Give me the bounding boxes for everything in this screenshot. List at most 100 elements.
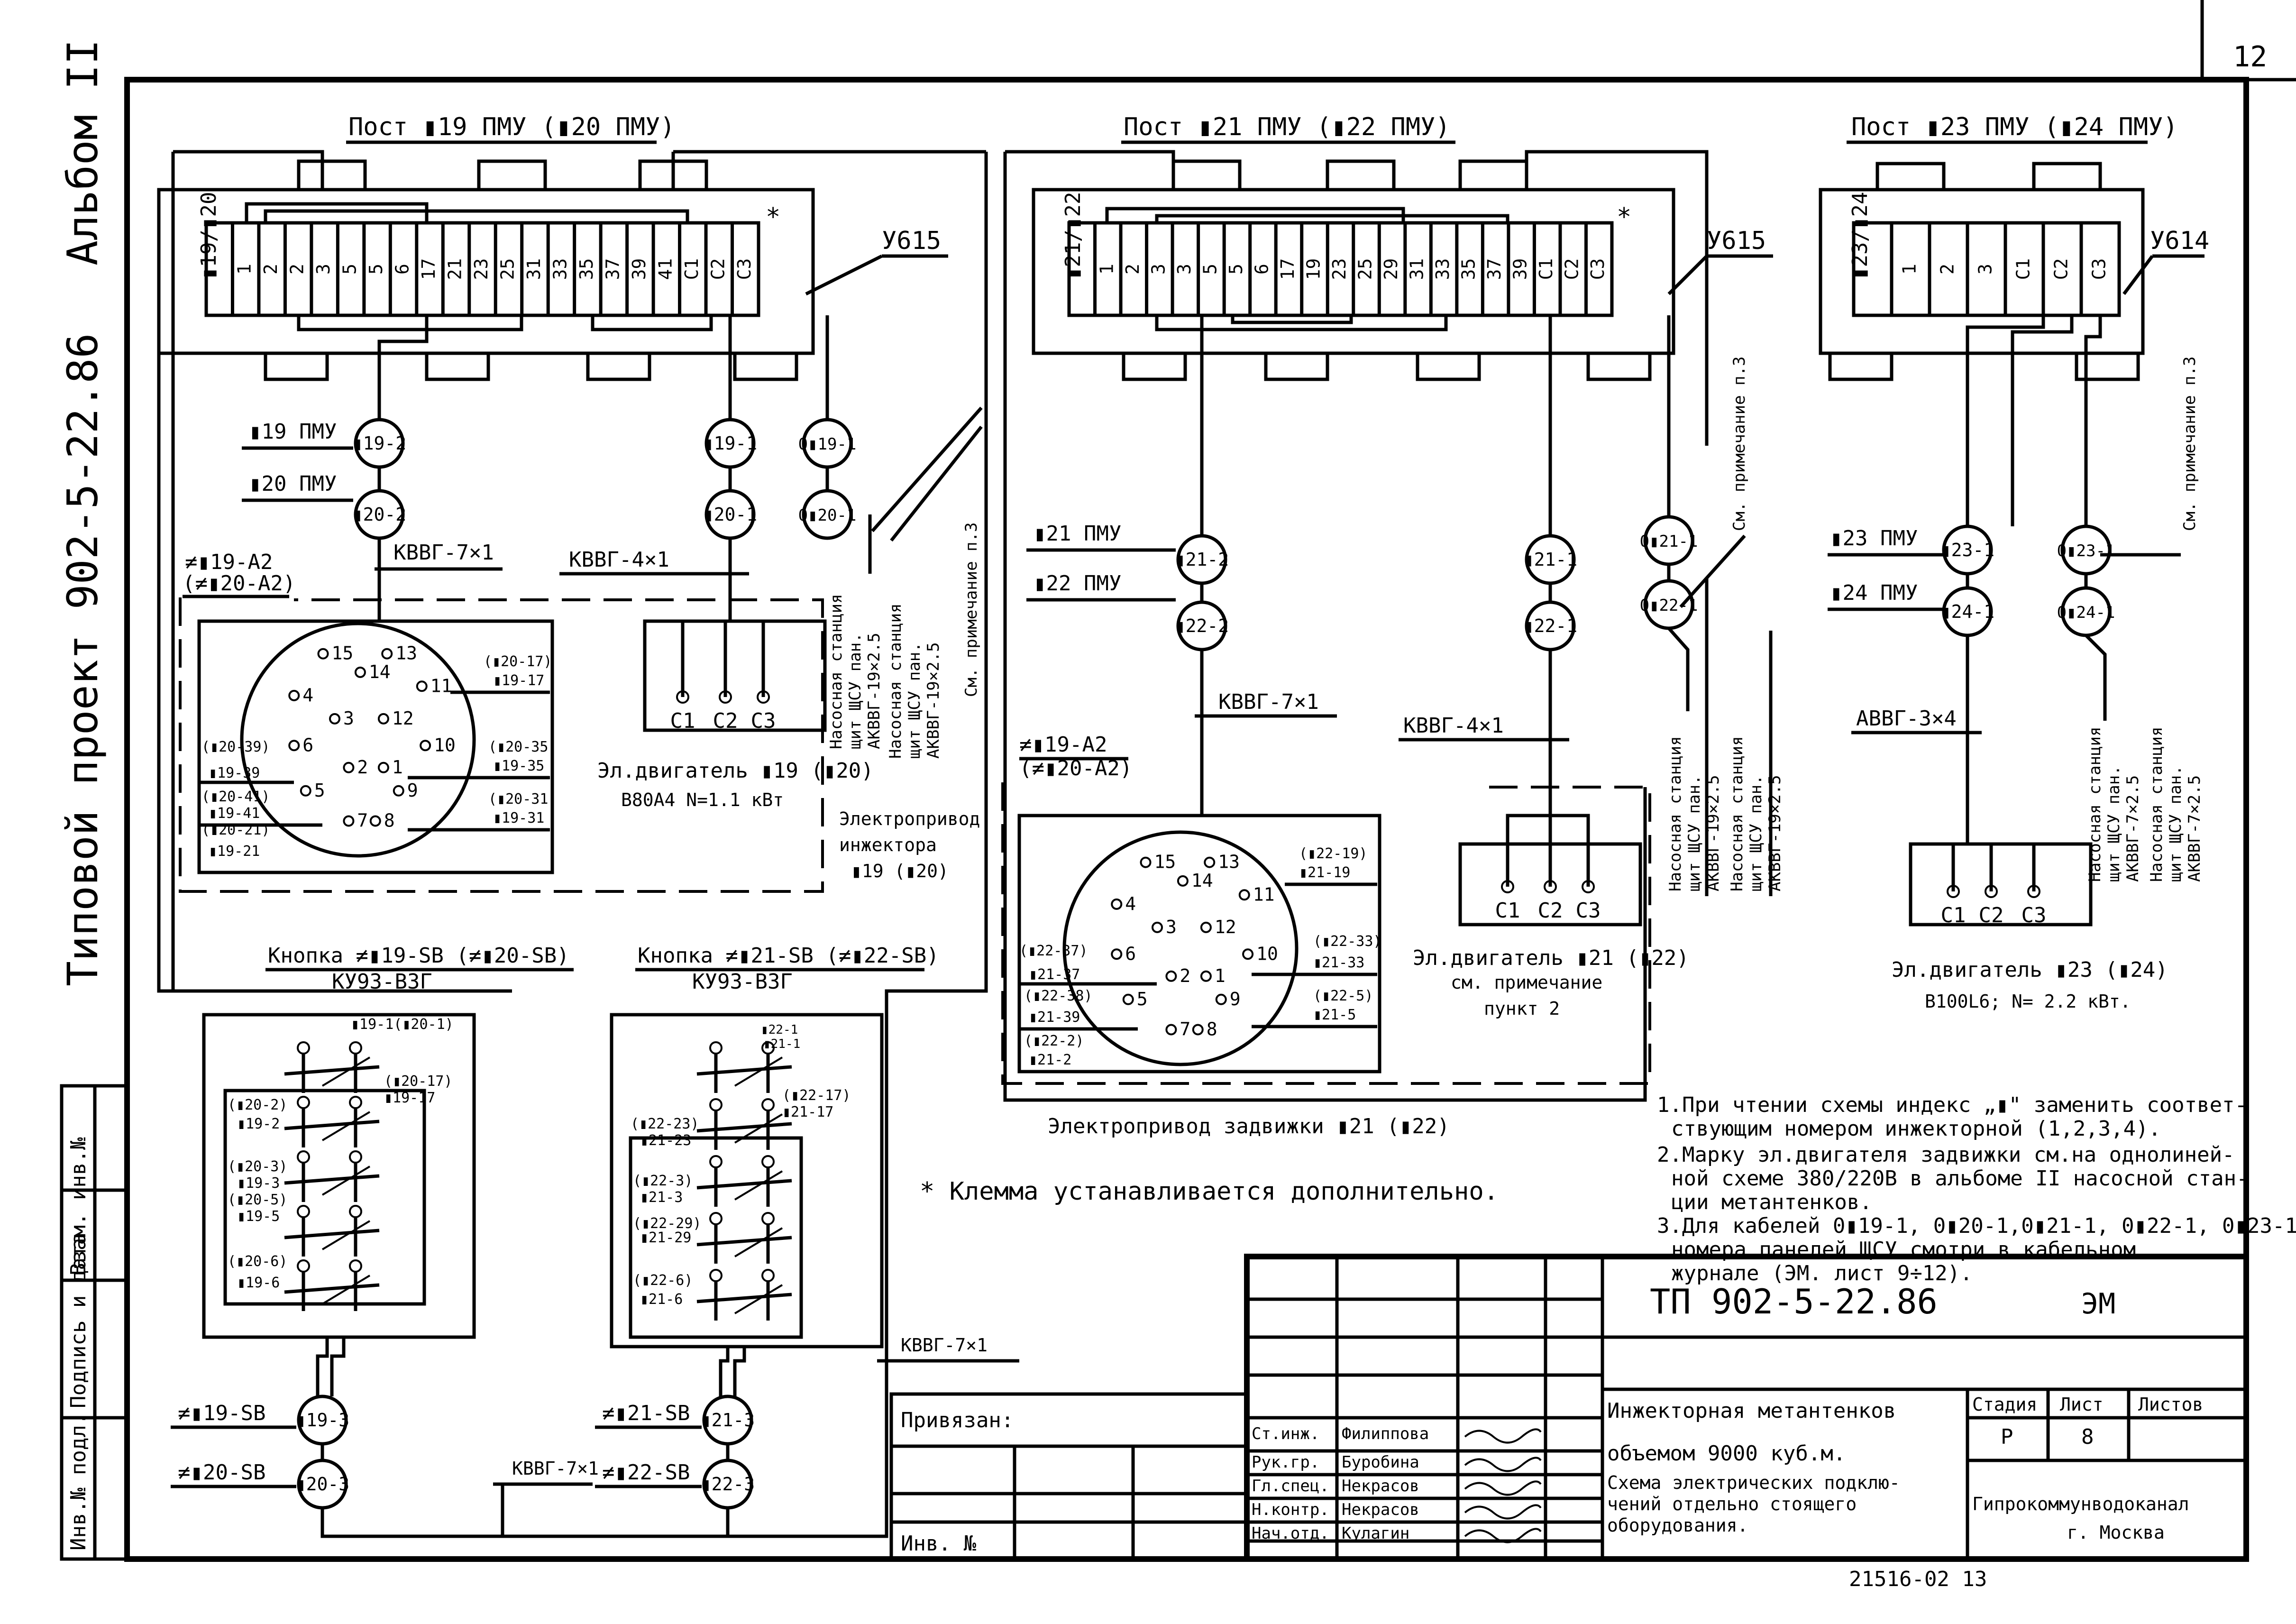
pin-8: 8 <box>1207 1019 1217 1040</box>
b2-w-11: ▮21-6 <box>640 1291 683 1308</box>
act2-wr-3: ▮21-33 <box>1313 954 1364 971</box>
contact-blade <box>696 1293 792 1303</box>
side-vzam: Взам. инв.№ <box>66 1137 91 1275</box>
circle-24-1: ▮24-1 <box>1940 601 1994 622</box>
cable-kvvg4-b: КВВГ-4×1 <box>1403 714 1504 738</box>
project-title: Типовой проект 902-5-22.86 <box>58 333 107 987</box>
actuator-2-ref: ≠▮19-А2 <box>1019 733 1107 757</box>
post-1-asterisk: * <box>766 203 780 231</box>
terminal-C2: C2 <box>1562 258 1583 280</box>
post-1-box-label: У615 <box>882 227 941 255</box>
pin-dot-12 <box>1200 921 1212 933</box>
role-1: Рук.гр. <box>1252 1453 1319 1472</box>
stamp-stage: Р <box>2001 1425 2013 1449</box>
b1-w-7: (▮20-5) <box>228 1192 287 1208</box>
terminal-5: 5 <box>1226 264 1246 275</box>
pin-14: 14 <box>1191 870 1213 891</box>
pump-23-text-3: АКВВГ-7×2.5 <box>2123 775 2142 882</box>
circle-19-3: ▮19-3 <box>295 1410 349 1431</box>
terminal-33: 33 <box>1432 258 1453 280</box>
name-1: Буробина <box>1342 1453 1419 1472</box>
actuator-1-ref-alt: (≠▮20-А2) <box>183 571 295 596</box>
act2-wr-2: (▮22-33) <box>1313 933 1382 950</box>
pin-7: 7 <box>357 810 368 831</box>
post-3-first-terminal: ▮23/▮24 <box>1848 192 1872 280</box>
pin-dot-8 <box>369 815 381 827</box>
side-stamp: Инв.№ подл. Подпись и дата Взам. инв.№ <box>60 1084 129 1561</box>
actuator-1-caption-2: инжектора <box>839 835 937 855</box>
see-note-3-b: См. примечание п.3 <box>1730 357 1749 531</box>
terminal-39: 39 <box>629 258 649 280</box>
label-pmu22: ▮22 ПМУ <box>1034 571 1121 596</box>
contact-blade <box>284 1119 380 1130</box>
post-2-box-label: У615 <box>1707 227 1766 255</box>
pin-dot-9 <box>393 785 404 797</box>
circle-20-3: ▮20-3 <box>295 1474 349 1495</box>
b2-w-4: (▮22-23) <box>631 1116 699 1132</box>
b1-w-2: ▮19-17 <box>384 1090 435 1106</box>
post-1-title: Пост ▮19 ПМУ (▮20 ПМУ) <box>348 113 675 141</box>
circle-21-3: ▮21-3 <box>701 1410 755 1431</box>
name-4: Кулагин <box>1342 1524 1409 1543</box>
stamp-sheet-header: Лист <box>2060 1394 2104 1415</box>
act2-wl-1: ▮21-37 <box>1029 966 1080 983</box>
pin-dot-14 <box>354 666 366 678</box>
notes: 1.При чтении схемы индекс „▮" заменить с… <box>920 1093 2296 1285</box>
pin-13: 13 <box>1218 852 1240 872</box>
circle-20-1: ▮20-1 <box>703 504 757 525</box>
note-3c: журнале (ЭМ. лист 9÷12). <box>1671 1261 1973 1285</box>
act1-wl-2: (▮20-41) <box>201 789 270 805</box>
motor-terminal-C3: C3 <box>1576 899 1601 923</box>
pin-15: 15 <box>332 643 354 664</box>
pin-7: 7 <box>1180 1019 1190 1040</box>
contact-blade <box>696 1065 792 1076</box>
motor-terminal-dot <box>757 690 770 704</box>
act1-wr-1: ▮19-17 <box>493 672 544 689</box>
pin-dot-15 <box>1140 856 1152 868</box>
act2-wl-2: (▮22-38) <box>1024 988 1093 1004</box>
pump-19-text-1: Насосная станция <box>827 594 846 749</box>
pin-10: 10 <box>434 734 456 755</box>
pin-dot-5 <box>1122 993 1134 1005</box>
motor-terminal-C2: C2 <box>1538 899 1563 923</box>
stamp-sheets-header: Листов <box>2138 1394 2203 1415</box>
terminal-17: 17 <box>418 258 439 280</box>
contact-blade <box>696 1236 792 1247</box>
pin-dot-8 <box>1192 1024 1204 1036</box>
pin-2: 2 <box>357 757 368 778</box>
label-pmu19: ▮19 ПМУ <box>249 420 337 444</box>
name-2: Некрасов <box>1342 1477 1419 1496</box>
pump-19-text-3: АКВВГ-19×2.5 <box>865 633 884 749</box>
pin-2: 2 <box>1180 965 1190 986</box>
pin-12: 12 <box>1215 917 1236 937</box>
side-podpis: Подпись и дата <box>66 1232 91 1408</box>
motor-2-caption-1: Эл.двигатель ▮21 (▮22) <box>1413 946 1689 970</box>
pump-23-text-1: Насосная станция <box>2086 726 2104 882</box>
pin-8: 8 <box>384 810 395 831</box>
act2-wr-1: ▮21-19 <box>1299 864 1350 881</box>
see-note-3-a: См. примечание п.3 <box>962 523 981 697</box>
pin-10: 10 <box>1256 943 1278 964</box>
post-1-cables: ▮19-2 ▮20-2 ▮19-1 ▮20-1 0▮19-1 0▮20-1 ▮1… <box>242 315 983 759</box>
contact-link <box>321 1056 371 1087</box>
button-1-contacts <box>284 1041 380 1311</box>
b1-w-10: ▮19-6 <box>237 1275 280 1291</box>
label-sb20: ≠▮20-SB <box>178 1460 265 1485</box>
actuator-1-caption-1: Электропривод <box>839 808 980 829</box>
pin-dot-11 <box>416 680 428 692</box>
note-1: 1.При чтении схемы индекс „▮" заменить с… <box>1657 1093 2247 1117</box>
b2-w-9: ▮21-29 <box>640 1229 691 1246</box>
role-3: Н.контр. <box>1252 1500 1329 1519</box>
pin-dot-6 <box>1111 948 1123 960</box>
pin-3: 3 <box>343 708 354 729</box>
motor-terminal-dot <box>1947 885 1960 898</box>
motor-terminal-C3: C3 <box>2022 903 2047 927</box>
pin-1: 1 <box>1215 965 1226 986</box>
b2-w-2: (▮22-17) <box>782 1087 851 1104</box>
pump-22-text-2: щит ЩСУ пан. <box>1747 775 1765 891</box>
stamp-stage-header: Стадия <box>1972 1394 2037 1415</box>
motor-terminal-C2: C2 <box>713 709 738 733</box>
